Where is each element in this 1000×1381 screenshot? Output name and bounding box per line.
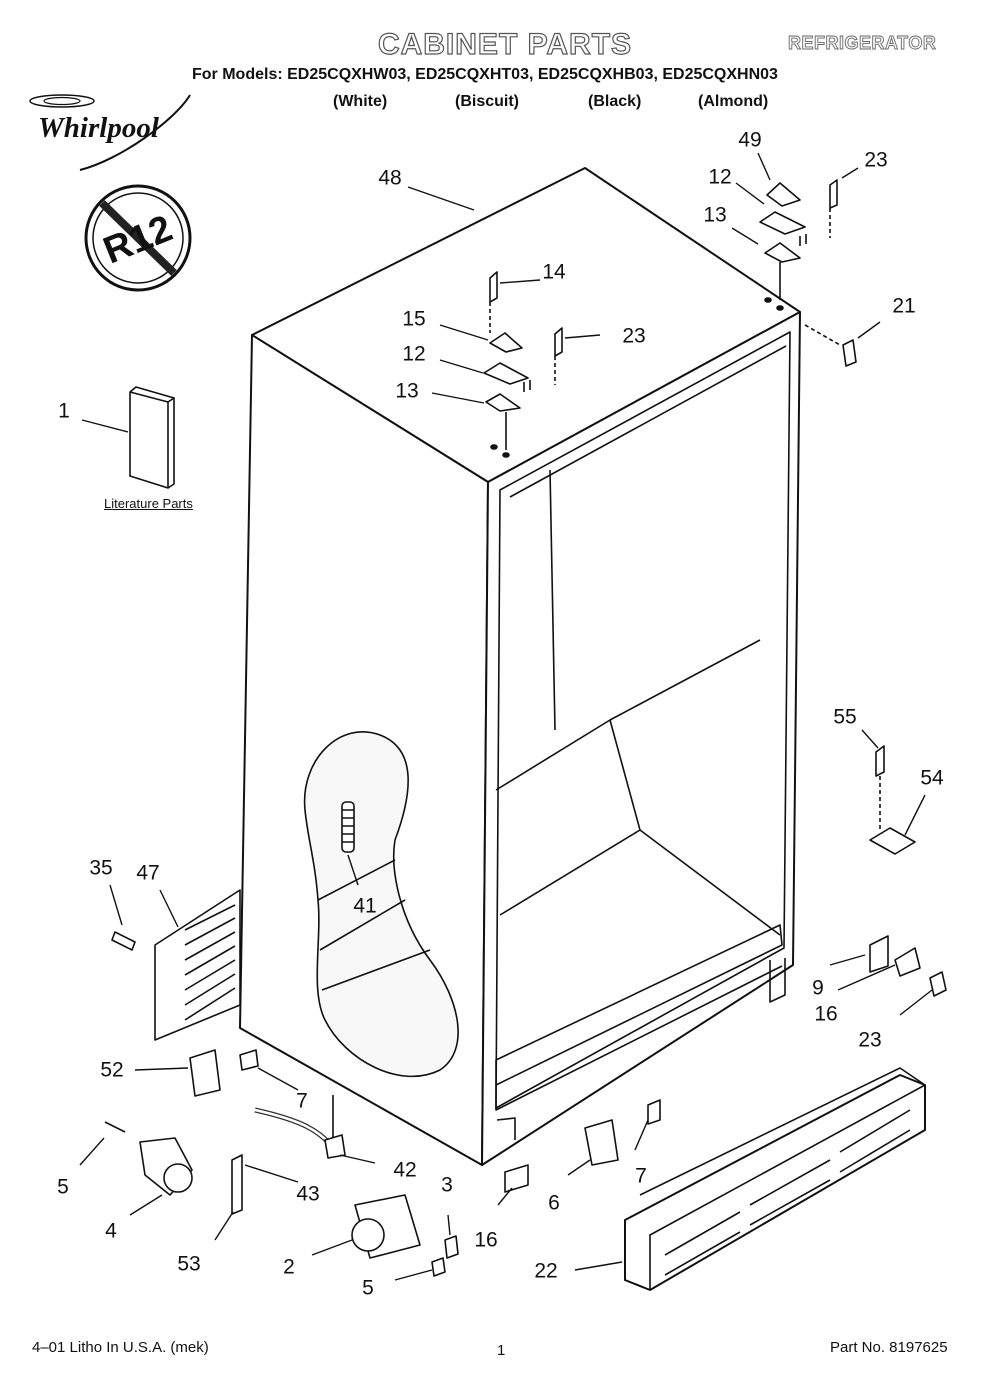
callout-35: 35 xyxy=(89,856,113,880)
rear-panel-part-47 xyxy=(111,889,241,1041)
callout-4: 4 xyxy=(105,1219,117,1243)
callout-leaders xyxy=(79,152,933,1281)
color-biscuit: (Biscuit) xyxy=(455,93,519,110)
page-number: 1 xyxy=(497,1342,506,1359)
callout-55: 55 xyxy=(833,705,857,729)
part-number: Part No. 8197625 xyxy=(830,1339,948,1356)
callout-12-top-center: 12 xyxy=(402,342,426,366)
callout-23-top-center: 23 xyxy=(622,324,646,348)
refrigerator-cabinet xyxy=(239,167,801,1166)
no-r12-badge xyxy=(84,184,192,292)
callout-9: 9 xyxy=(812,976,824,1000)
callout-21: 21 xyxy=(892,294,916,318)
color-black: (Black) xyxy=(588,93,642,110)
callout-47: 47 xyxy=(136,861,160,885)
callout-53: 53 xyxy=(177,1252,201,1276)
litho-note: 4–01 Litho In U.S.A. (mek) xyxy=(32,1339,209,1356)
callout-13-top-right: 13 xyxy=(703,203,727,227)
category-label: REFRIGERATOR xyxy=(788,33,937,54)
callout-23-lower-right: 23 xyxy=(858,1028,882,1052)
toe-grille-part-22 xyxy=(624,1067,926,1291)
callout-13-top-center: 13 xyxy=(395,379,419,403)
callout-1: 1 xyxy=(58,399,70,423)
bracket-part-54 xyxy=(869,745,916,855)
color-white: (White) xyxy=(333,93,388,110)
callout-16-right: 16 xyxy=(814,1002,838,1026)
callout-12-top-right: 12 xyxy=(708,165,732,189)
lower-center-hardware xyxy=(351,1099,661,1277)
callout-7-right: 7 xyxy=(635,1164,647,1188)
whirlpool-logo-text: Whirlpool xyxy=(38,112,159,144)
callout-41: 41 xyxy=(353,894,377,918)
leveling-bracket-right xyxy=(869,935,947,997)
callout-23-top-right: 23 xyxy=(864,148,888,172)
page-title: CABINET PARTS xyxy=(377,27,633,61)
lower-left-hardware xyxy=(104,1049,346,1215)
callout-54: 54 xyxy=(920,766,944,790)
drain-tube-part-41 xyxy=(341,801,355,853)
callout-52: 52 xyxy=(100,1058,124,1082)
top-hinge-assembly-left xyxy=(483,271,563,450)
callout-15: 15 xyxy=(402,307,426,331)
callout-48: 48 xyxy=(378,166,402,190)
models-line: For Models: ED25CQXHW03, ED25CQXHT03, ED… xyxy=(192,66,778,83)
callout-42: 42 xyxy=(393,1158,417,1182)
literature-booklet-icon xyxy=(129,386,175,489)
callout-6: 6 xyxy=(548,1191,560,1215)
literature-parts-label: Literature Parts xyxy=(104,496,193,511)
whirlpool-logo xyxy=(29,94,191,171)
color-almond: (Almond) xyxy=(698,93,769,110)
callout-14: 14 xyxy=(542,260,566,284)
callout-16-center: 16 xyxy=(474,1228,498,1252)
callout-7-left: 7 xyxy=(296,1089,308,1113)
callout-2: 2 xyxy=(283,1255,295,1279)
callout-3: 3 xyxy=(441,1173,453,1197)
callout-43: 43 xyxy=(296,1182,320,1206)
callout-49: 49 xyxy=(738,128,762,152)
callout-22: 22 xyxy=(534,1259,558,1283)
top-hinge-assembly-right xyxy=(759,179,857,367)
callout-5-left: 5 xyxy=(57,1175,69,1199)
callout-5-center: 5 xyxy=(362,1276,374,1300)
